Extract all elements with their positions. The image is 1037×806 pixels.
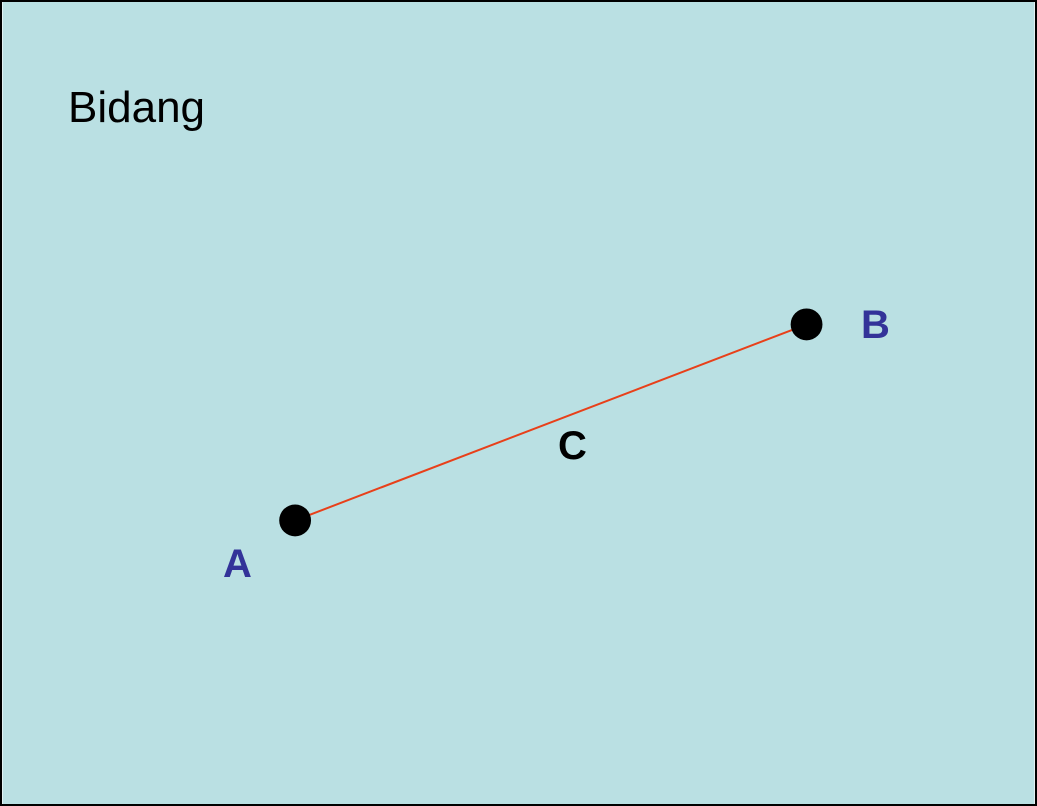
- point-a-icon: [279, 504, 312, 537]
- point-b-label: B: [861, 303, 890, 347]
- segment-ab: [294, 323, 807, 522]
- point-b-icon: [790, 308, 823, 341]
- point-a-label: A: [223, 542, 252, 586]
- plane-title: Bidang: [68, 83, 206, 132]
- point-c-label: C: [558, 424, 587, 468]
